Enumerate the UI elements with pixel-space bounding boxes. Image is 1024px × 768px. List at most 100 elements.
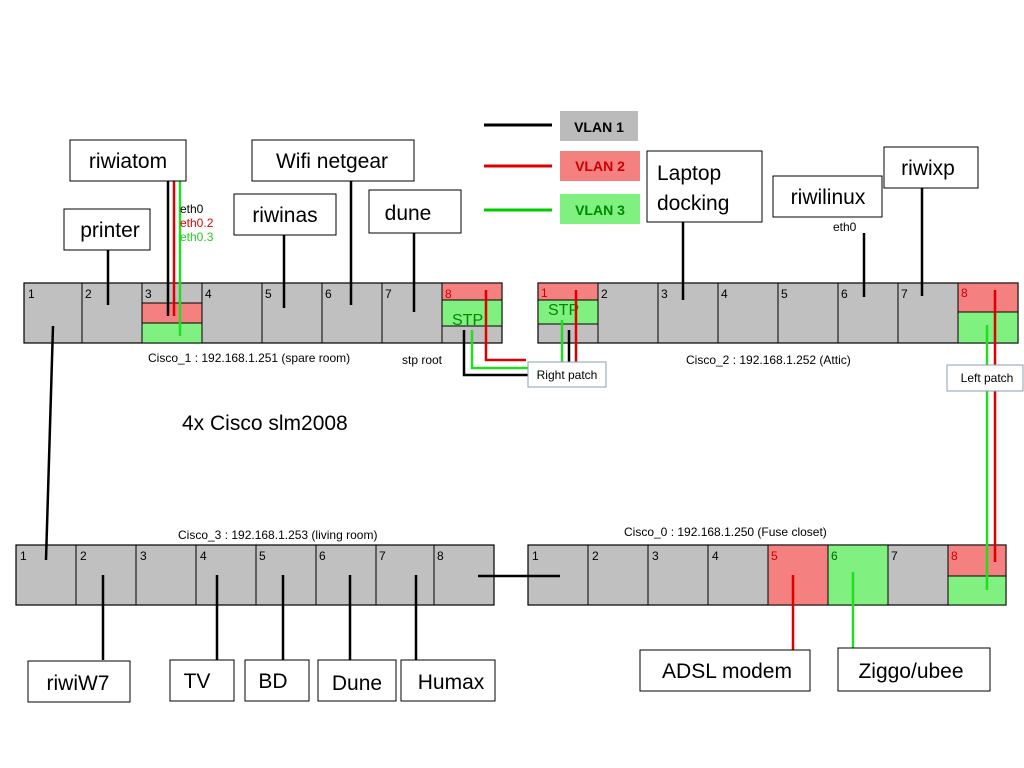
legend-label-vlan1: VLAN 1 (574, 119, 624, 135)
device-riwiw7: riwiW7 (47, 672, 110, 695)
cisco-1-port-3-vlan3 (141, 322, 203, 344)
device-printer: printer (80, 219, 140, 242)
legend: VLAN 1 VLAN 2 VLAN 3 (484, 111, 640, 224)
diagram-title: 4x Cisco slm2008 (182, 412, 348, 435)
cisco-3-port-7: 7 (379, 549, 386, 563)
cisco-2-caption: Cisco_2 : 192.168.1.252 (Attic) (686, 353, 851, 367)
legend-box-vlan2 (560, 151, 640, 181)
cisco-3-port-8: 8 (437, 549, 444, 563)
devices-top: riwiatom printer Wifi netgear riwinas du… (63, 139, 979, 251)
devices-bottom: riwiW7 TV BD Dune Humax ADSL modem Ziggo… (27, 647, 991, 703)
notes: stp root Right patch Left patch 4x Cisco… (182, 353, 1024, 435)
cisco-3-port-3: 3 (140, 549, 147, 563)
iface-eth0: eth0 (180, 202, 204, 216)
cisco-3-port-1: 1 (20, 549, 27, 563)
cisco-2-port-1: 1 (541, 286, 548, 300)
cisco-2-port-6: 6 (841, 287, 848, 301)
cisco-0-port-6-vlan3 (827, 544, 889, 606)
device-adsl-modem-box (639, 649, 811, 692)
legend-label-vlan2: VLAN 2 (575, 158, 625, 174)
interface-labels: eth0 eth0.2 eth0.3 eth0 (180, 202, 857, 244)
cisco-1-port-8-vlan3 (441, 299, 503, 327)
switch-cisco-2: 1 2 3 4 5 6 7 8 STP Cisco_2 : 192.168.1.… (537, 282, 1019, 367)
legend-box-vlan3 (560, 194, 640, 224)
cisco-2-port-8: 8 (961, 286, 968, 300)
device-wifi-netgear: Wifi netgear (276, 150, 388, 173)
cisco-0-port-6: 6 (831, 549, 838, 563)
device-riwixp: riwixp (901, 157, 955, 180)
device-tv: TV (184, 670, 211, 693)
device-riwinas: riwinas (252, 204, 317, 227)
device-riwiw7-box (27, 660, 131, 703)
cisco-0-port-5: 5 (771, 549, 778, 563)
cisco-2-port-3: 3 (661, 287, 668, 301)
cisco-0-port-8: 8 (951, 549, 958, 563)
device-riwiatom: riwiatom (89, 150, 167, 173)
cisco-0-port-3: 3 (652, 549, 659, 563)
cisco-3-port-6: 6 (319, 549, 326, 563)
cisco-0-caption: Cisco_0 : 192.168.1.250 (Fuse closet) (624, 525, 827, 539)
device-dune-bottom: Dune (332, 672, 382, 695)
device-dune-top: dune (385, 202, 432, 225)
stp-root-label: stp root (402, 353, 443, 367)
cisco-1-port-3-vlan2 (141, 302, 203, 324)
cisco-0-port-5-vlan2 (767, 544, 829, 606)
right-patch-vlan2-left (484, 290, 526, 362)
cisco-1-port-4: 4 (205, 287, 212, 301)
iface-riwilinux-eth0: eth0 (833, 220, 857, 234)
right-patch-box (527, 361, 607, 388)
device-printer-box (63, 208, 151, 251)
cisco-0-port-7: 7 (891, 549, 898, 563)
iface-eth0-3: eth0.3 (180, 230, 214, 244)
device-ziggo: Ziggo/ubee (858, 660, 963, 683)
cisco-3-port-5: 5 (259, 549, 266, 563)
legend-label-vlan3: VLAN 3 (575, 202, 625, 218)
cisco-1-port-7: 7 (385, 287, 392, 301)
device-riwilinux-box (772, 175, 883, 218)
legend-box-vlan1 (560, 111, 638, 141)
cisco-1-caption: Cisco_1 : 192.168.1.251 (spare room) (148, 351, 350, 365)
cisco-1-port-8: 8 (445, 287, 452, 301)
iface-eth0-2: eth0.2 (180, 216, 214, 230)
switch-cisco-1: 1 2 3 4 5 6 7 8 STP Cisco_1 : 192.168.1.… (23, 282, 503, 365)
device-laptop-docking-line2: docking (657, 192, 729, 215)
cisco-3-caption: Cisco_3 : 192.168.1.253 (living room) (178, 528, 377, 542)
cisco-1-port-6: 6 (325, 287, 332, 301)
device-riwilinux: riwilinux (791, 186, 866, 209)
cisco-0-port-1: 1 (532, 549, 539, 563)
device-dune-top-box (368, 189, 462, 234)
cisco-2-port-1-vlan3 (537, 299, 599, 325)
right-patch-label: Right patch (537, 368, 598, 382)
device-humax-box (400, 659, 496, 702)
device-riwinas-box (233, 193, 337, 236)
cisco-1-port-5: 5 (265, 287, 272, 301)
left-patch-label: Left patch (961, 371, 1014, 385)
device-adsl-modem: ADSL modem (662, 660, 792, 683)
cisco-1-port-2: 2 (85, 287, 92, 301)
cisco-1-port-1: 1 (28, 287, 35, 301)
cisco-2-port-5: 5 (781, 287, 788, 301)
switch-cisco-0: 1 2 3 4 5 6 7 8 Cisco_0 : 192.168.1.250 … (527, 525, 1007, 606)
left-patch-box (946, 364, 1024, 392)
switch-cisco-3: 1 2 3 4 5 6 7 8 Cisco_3 : 192.168.1.253 … (15, 528, 495, 606)
cisco-0-port-4: 4 (712, 549, 719, 563)
device-laptop-docking-box (646, 150, 763, 223)
cisco-2-port-4: 4 (721, 287, 728, 301)
right-patch-vlan3-left (470, 330, 528, 370)
device-bd-box (244, 659, 310, 702)
cisco-1-port-3: 3 (145, 287, 152, 301)
device-humax: Humax (418, 671, 485, 694)
device-tv-box (169, 659, 235, 702)
cisco-3-port-4: 4 (200, 549, 207, 563)
cisco-2-port-7: 7 (901, 287, 908, 301)
cisco-3-port-2: 2 (80, 549, 87, 563)
device-laptop-docking-line1: Laptop (657, 162, 721, 185)
right-patch-vlan1 (462, 330, 528, 377)
cisco-2-port-2: 2 (601, 287, 608, 301)
device-bd: BD (258, 670, 287, 693)
cisco-0-port-8-vlan3 (947, 575, 1007, 606)
cisco-0-port-2: 2 (592, 549, 599, 563)
device-wifi-netgear-box (251, 139, 415, 182)
cisco-1-stp-label: STP (452, 312, 483, 329)
